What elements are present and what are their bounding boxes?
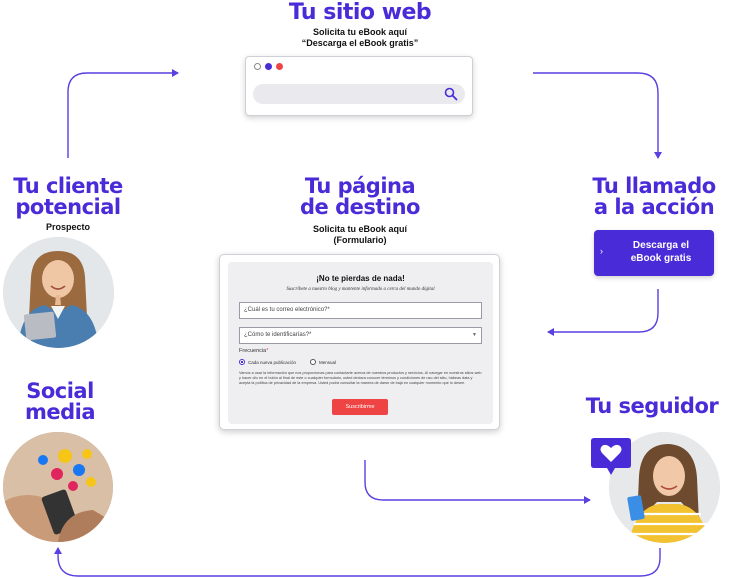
cta-title-line2: a la acción bbox=[572, 197, 730, 218]
radio-unselected-icon[interactable] bbox=[310, 359, 316, 365]
window-controls bbox=[254, 63, 283, 70]
social-photo bbox=[3, 432, 113, 542]
landing-subtitle-line1: Solicita tu eBook aquí bbox=[270, 224, 450, 235]
arrow-prospect-to-website bbox=[68, 73, 178, 158]
browser-window bbox=[245, 56, 473, 116]
subscribe-button[interactable]: Suscribirme bbox=[332, 399, 388, 415]
form-title: ¡No te pierdas de nada! bbox=[228, 274, 493, 283]
businesswoman-illustration bbox=[3, 237, 114, 348]
subscription-form-card: ¡No te pierdas de nada! Suscríbete a nue… bbox=[219, 254, 500, 430]
social-title-line1: Social bbox=[0, 381, 120, 402]
follower-title: Tu seguidor bbox=[572, 396, 730, 417]
identify-select[interactable]: ¿Cómo te identificarías?* ▼ bbox=[239, 327, 482, 344]
landing-title-line2: de destino bbox=[270, 197, 450, 218]
download-ebook-label: Descarga el eBook gratis bbox=[612, 239, 710, 265]
radio-selected-icon[interactable] bbox=[239, 359, 245, 365]
website-subtitle: Solicita tu eBook aquí “Descarga el eBoo… bbox=[260, 27, 460, 50]
identify-select-placeholder: ¿Cómo te identificarías?* bbox=[244, 332, 311, 338]
frequency-option-monthly[interactable]: Mensual bbox=[310, 359, 336, 365]
download-ebook-label-line2: eBook gratis bbox=[612, 252, 710, 265]
cta-title: Tu llamado a la acción bbox=[572, 176, 730, 218]
website-subtitle-line2: “Descarga el eBook gratis” bbox=[260, 38, 460, 49]
arrow-landing-to-follower bbox=[365, 460, 590, 500]
email-field-placeholder: ¿Cuál es tu correo electrónico?* bbox=[244, 307, 330, 313]
prospect-title: Tu cliente potencial bbox=[0, 176, 136, 218]
cta-title-line1: Tu llamado bbox=[572, 176, 730, 197]
arrow-website-to-cta bbox=[533, 73, 658, 158]
window-dot-red bbox=[276, 63, 283, 70]
chevron-down-icon: ▼ bbox=[472, 332, 477, 338]
social-title: Social media bbox=[0, 381, 120, 423]
legal-text: Vamos a usar la información que nos prop… bbox=[239, 371, 482, 386]
frequency-option-each-post[interactable]: Cada nueva publicación bbox=[239, 359, 296, 365]
chevron-right-icon: › bbox=[600, 246, 603, 256]
window-dot-purple bbox=[265, 63, 272, 70]
subscription-form: ¡No te pierdas de nada! Suscríbete a nue… bbox=[228, 262, 493, 424]
prospect-title-line1: Tu cliente bbox=[0, 176, 136, 197]
heart-badge bbox=[589, 438, 633, 476]
window-dot-white bbox=[254, 63, 261, 70]
form-subtitle: Suscríbete a nuestro blog y mantente inf… bbox=[228, 287, 493, 292]
phone-reactions-illustration bbox=[3, 432, 113, 542]
landing-subtitle-line2: (Formulario) bbox=[270, 235, 450, 246]
prospect-title-line2: potencial bbox=[0, 197, 136, 218]
frequency-option-each-post-label: Cada nueva publicación bbox=[248, 360, 296, 365]
arrow-follower-to-social bbox=[58, 548, 660, 576]
website-subtitle-line1: Solicita tu eBook aquí bbox=[260, 27, 460, 38]
frequency-options: Cada nueva publicación Mensual bbox=[239, 359, 336, 365]
download-ebook-label-line1: Descarga el bbox=[612, 239, 710, 252]
heart-icon bbox=[589, 438, 633, 476]
download-ebook-button[interactable]: › Descarga el eBook gratis bbox=[594, 230, 714, 276]
email-field[interactable]: ¿Cuál es tu correo electrónico?* bbox=[239, 302, 482, 319]
search-icon[interactable] bbox=[444, 87, 458, 101]
frequency-label-text: Frecuencia bbox=[239, 348, 266, 354]
frequency-label: Frecuencia* bbox=[239, 348, 268, 354]
landing-title-line1: Tu página bbox=[270, 176, 450, 197]
search-bar[interactable] bbox=[253, 84, 465, 104]
landing-subtitle: Solicita tu eBook aquí (Formulario) bbox=[270, 224, 450, 247]
frequency-option-monthly-label: Mensual bbox=[319, 360, 336, 365]
prospect-photo bbox=[3, 237, 114, 348]
arrow-cta-to-landing bbox=[548, 289, 658, 332]
prospect-subtitle: Prospecto bbox=[8, 222, 128, 233]
required-mark: * bbox=[266, 348, 268, 354]
website-title: Tu sitio web bbox=[260, 2, 460, 24]
social-title-line2: media bbox=[0, 402, 120, 423]
landing-title: Tu página de destino bbox=[270, 176, 450, 218]
